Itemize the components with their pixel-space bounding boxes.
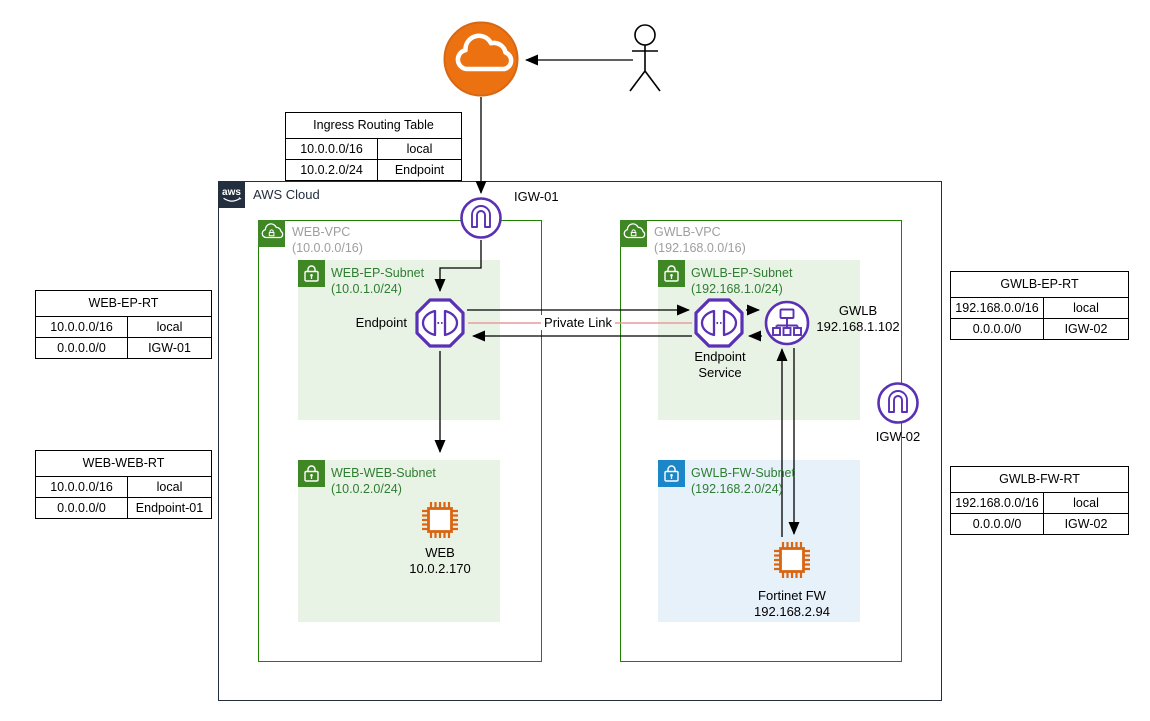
table-cell: 192.168.0.0/16 xyxy=(955,496,1039,510)
table-cell: Endpoint xyxy=(377,159,461,180)
table-cell: 0.0.0.0/0 xyxy=(36,497,127,518)
web-ip: 10.0.2.170 xyxy=(409,561,471,576)
gwlb-ep-rt-table: GWLB-EP-RT 192.168.0.0/16 local 0.0.0.0/… xyxy=(950,271,1129,340)
vpc-icon xyxy=(620,220,647,247)
gwlb-vpc-label: GWLB-VPC (192.168.0.0/16) xyxy=(654,224,746,256)
web-web-subnet-cidr: (10.0.2.0/24) xyxy=(331,482,402,496)
table-title: GWLB-FW-RT xyxy=(951,467,1128,493)
endpoint-service-label: Endpoint Service xyxy=(694,349,746,380)
table-cell: 10.0.0.0/16 xyxy=(300,142,363,156)
aws-cloud-title: AWS Cloud xyxy=(253,187,320,202)
table-cell: 0.0.0.0/0 xyxy=(951,318,1044,339)
private-link-label: Private Link xyxy=(538,315,618,331)
aws-cloud-boundary xyxy=(218,181,942,701)
gwlb-fw-subnet-name: GWLB-FW-Subnet xyxy=(691,466,795,480)
table-cell: local xyxy=(127,317,211,337)
aws-logo: aws xyxy=(218,181,245,208)
table-cell: local xyxy=(127,477,211,497)
web-ep-subnet-label: WEB-EP-Subnet (10.0.1.0/24) xyxy=(331,265,424,297)
web-web-subnet-name: WEB-WEB-Subnet xyxy=(331,466,436,480)
svg-text:aws: aws xyxy=(222,187,241,198)
table-cell: local xyxy=(1043,298,1128,318)
igw-icon xyxy=(877,382,919,424)
table-cell: 0.0.0.0/0 xyxy=(951,513,1044,534)
web-ep-subnet-cidr: (10.0.1.0/24) xyxy=(331,282,402,296)
internet-icon xyxy=(443,21,519,97)
ingress-routing-table: Ingress Routing Table 10.0.0.0/16 local … xyxy=(285,112,462,181)
fortinet-fw-label: Fortinet FW 192.168.2.94 xyxy=(742,588,842,620)
gwlb-name: GWLB xyxy=(838,303,878,318)
instance-icon xyxy=(422,502,458,538)
igw-icon xyxy=(460,197,502,239)
table-cell: 10.0.0.0/16 xyxy=(50,320,113,334)
endpoint-label: Endpoint xyxy=(355,315,407,330)
gwlb-label: GWLB 192.168.1.102 xyxy=(812,303,904,335)
gwlb-vpc-boundary xyxy=(620,220,902,662)
table-title: WEB-EP-RT xyxy=(36,291,211,317)
table-cell: IGW-01 xyxy=(127,337,211,358)
web-web-rt-table: WEB-WEB-RT 10.0.0.0/16 local 0.0.0.0/0 E… xyxy=(35,450,212,519)
private-subnet-lock-icon xyxy=(298,260,325,287)
table-cell: local xyxy=(1043,493,1128,513)
vpc-endpoint-icon xyxy=(415,298,465,348)
table-cell: local xyxy=(377,139,461,159)
endpoint-service-icon xyxy=(694,298,744,348)
gwlb-vpc-cidr: (192.168.0.0/16) xyxy=(654,241,746,255)
private-subnet-lock-icon xyxy=(658,260,685,287)
gwlb-fw-subnet-area xyxy=(658,460,860,622)
private-link-text: Private Link xyxy=(541,315,615,330)
table-cell: 10.0.2.0/24 xyxy=(286,159,377,180)
public-subnet-lock-icon xyxy=(658,460,685,487)
table-cell: Endpoint-01 xyxy=(127,497,211,518)
gwlb-fw-rt-table: GWLB-FW-RT 192.168.0.0/16 local 0.0.0.0/… xyxy=(950,466,1129,535)
table-title: WEB-WEB-RT xyxy=(36,451,211,477)
web-vpc-cidr: (10.0.0.0/16) xyxy=(292,241,363,255)
fw-ip: 192.168.2.94 xyxy=(754,604,830,619)
table-title: GWLB-EP-RT xyxy=(951,272,1128,298)
web-name: WEB xyxy=(425,545,455,560)
gwlb-fw-subnet-cidr: (192.168.2.0/24) xyxy=(691,482,783,496)
web-vpc-name: WEB-VPC xyxy=(292,225,351,239)
table-cell: IGW-02 xyxy=(1043,318,1128,339)
web-web-subnet-area xyxy=(298,460,500,622)
table-title: Ingress Routing Table xyxy=(286,113,461,139)
web-ep-rt-table: WEB-EP-RT 10.0.0.0/16 local 0.0.0.0/0 IG… xyxy=(35,290,212,359)
web-vpc-label: WEB-VPC (10.0.0.0/16) xyxy=(292,224,363,256)
table-cell: 192.168.0.0/16 xyxy=(955,301,1039,315)
user-icon xyxy=(629,24,661,92)
table-cell: 0.0.0.0/0 xyxy=(36,337,127,358)
gwlb-ip: 192.168.1.102 xyxy=(816,319,900,334)
gwlb-ep-subnet-name: GWLB-EP-Subnet xyxy=(691,266,793,280)
gwlb-icon xyxy=(764,300,810,346)
table-cell: IGW-02 xyxy=(1043,513,1128,534)
web-vpc-boundary xyxy=(258,220,542,662)
gwlb-fw-subnet-label: GWLB-FW-Subnet (192.168.2.0/24) xyxy=(691,465,795,497)
igw1-label: IGW-01 xyxy=(514,189,559,204)
gwlb-ep-subnet-label: GWLB-EP-Subnet (192.168.1.0/24) xyxy=(691,265,792,297)
web-instance-label: WEB 10.0.2.170 xyxy=(395,545,485,577)
web-ep-subnet-name: WEB-EP-Subnet xyxy=(331,266,425,280)
vpc-icon xyxy=(258,220,285,247)
igw2-label: IGW-02 xyxy=(875,429,921,444)
web-web-subnet-label: WEB-WEB-Subnet (10.0.2.0/24) xyxy=(331,465,436,497)
gwlb-ep-subnet-cidr: (192.168.1.0/24) xyxy=(691,282,783,296)
table-cell: 10.0.0.0/16 xyxy=(50,480,113,494)
firewall-instance-icon xyxy=(774,542,810,578)
fw-name: Fortinet FW xyxy=(758,588,826,603)
gwlb-vpc-name: GWLB-VPC xyxy=(654,225,721,239)
private-subnet-lock-icon xyxy=(298,460,325,487)
